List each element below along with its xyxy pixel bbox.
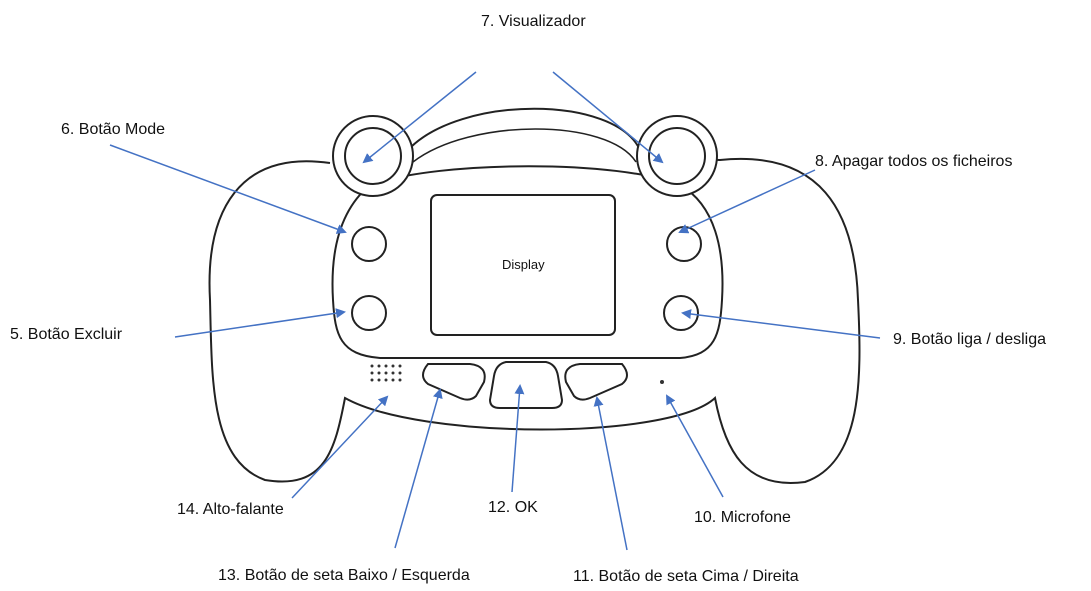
arrow-power xyxy=(681,309,881,339)
delete-all-button[interactable] xyxy=(666,226,702,262)
label-power: 9. Botão liga / desliga xyxy=(893,331,1046,348)
speaker-grille xyxy=(370,364,402,382)
label-microphone: 10. Microfone xyxy=(694,509,791,526)
mode-button[interactable] xyxy=(351,226,387,262)
arrow-ok xyxy=(511,384,525,493)
ok-button[interactable] xyxy=(488,361,564,409)
label-delete-all: 8. Apagar todos os ficheiros xyxy=(815,153,1013,170)
label-down-left: 13. Botão de seta Baixo / Esquerda xyxy=(218,567,470,584)
down-left-button[interactable] xyxy=(422,363,486,401)
top-bridge-inner xyxy=(412,128,637,163)
camera-outer-body xyxy=(208,157,861,485)
arrow-down-left xyxy=(394,388,443,549)
display-screen xyxy=(430,194,616,336)
arrow-delete xyxy=(174,308,346,338)
label-mode: 6. Botão Mode xyxy=(61,121,166,138)
microphone-hole xyxy=(660,380,664,384)
label-ok: 12. OK xyxy=(488,499,538,516)
display-label: Display xyxy=(502,257,545,272)
arrow-viewfinder-left xyxy=(362,71,477,164)
arrow-microphone xyxy=(666,394,724,498)
arrow-speaker xyxy=(291,395,389,499)
delete-button[interactable] xyxy=(351,295,387,331)
arrow-up-right xyxy=(593,396,628,551)
power-button[interactable] xyxy=(663,295,699,331)
arrow-mode xyxy=(109,144,347,234)
label-up-right: 11. Botão de seta Cima / Direita xyxy=(573,568,799,585)
label-delete: 5. Botão Excluir xyxy=(10,326,123,343)
label-speaker: 14. Alto-falante xyxy=(177,501,284,518)
viewfinder-right xyxy=(636,115,718,197)
label-viewfinder: 7. Visualizador xyxy=(481,13,586,30)
viewfinder-left xyxy=(332,115,414,197)
arrow-viewfinder-right xyxy=(552,71,664,164)
up-right-button[interactable] xyxy=(564,363,628,401)
camera-inner-panel xyxy=(331,165,724,359)
arrow-delete-all xyxy=(678,169,816,234)
